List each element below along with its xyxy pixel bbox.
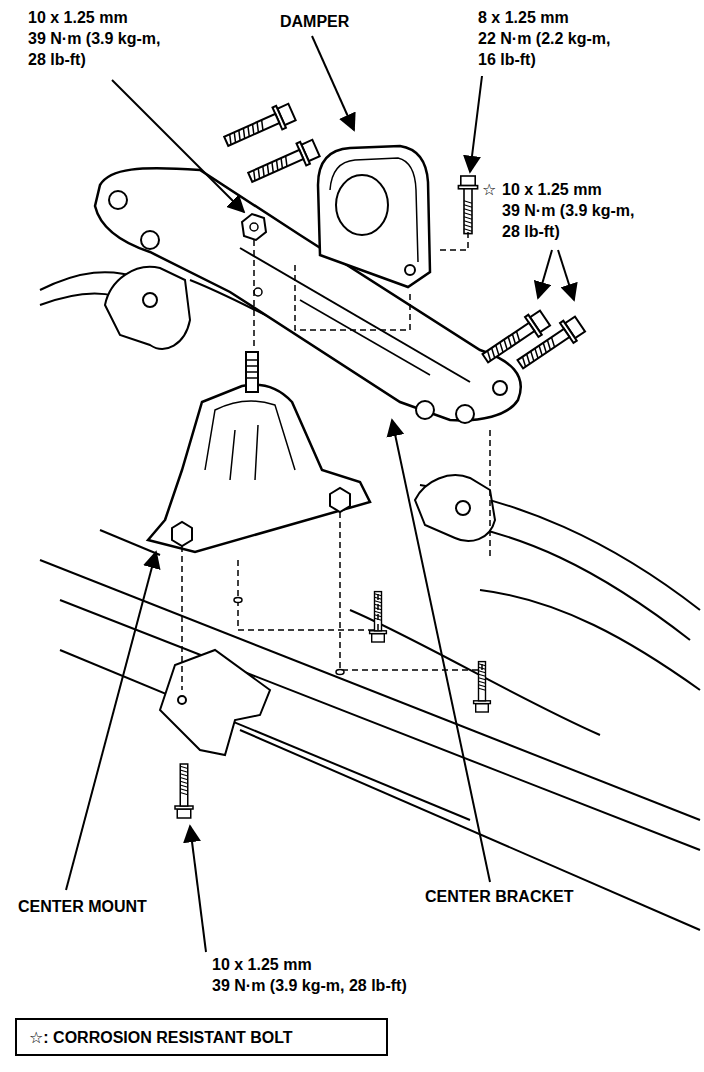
- leader-line: [392, 420, 490, 882]
- center-mount: [148, 385, 370, 552]
- torque-spec: 39 N·m (3.9 kg-m, 28 lb-ft): [212, 977, 407, 994]
- part-name: CENTER BRACKET: [425, 888, 573, 905]
- alignment-line: [340, 512, 482, 670]
- stud-thread: [246, 360, 258, 378]
- damper-inner: [330, 158, 418, 262]
- damper-weight: [336, 175, 388, 235]
- bushing: [109, 191, 127, 209]
- leader-line: [538, 250, 552, 298]
- label-holder: CENTER MOUNT: [18, 897, 147, 917]
- torque-spec: 10 x 1.25 mm: [212, 956, 312, 973]
- label-holder: 8 x 1.25 mm: [478, 8, 569, 28]
- flange-nut: [242, 214, 266, 240]
- alignment-line: [440, 232, 468, 250]
- mount-nut: [172, 522, 192, 546]
- alignment-line: [253, 240, 255, 350]
- bracket-hole: [178, 696, 186, 704]
- nut-hole: [250, 223, 258, 231]
- leader-line: [66, 552, 156, 890]
- frame-rail: [240, 730, 700, 930]
- arm-line: [480, 590, 700, 690]
- arm-line: [420, 485, 700, 610]
- frame-hole: [336, 670, 344, 675]
- torque-spec: 28 lb-ft): [502, 223, 560, 240]
- label-holder: 28 lb-ft): [28, 50, 86, 70]
- torque-spec: 22 N·m (2.2 kg-m,: [478, 30, 610, 47]
- mount-rubber: [205, 401, 295, 470]
- bushing: [141, 231, 159, 249]
- torque-spec: 16 lb-ft): [478, 51, 536, 68]
- label-holder: 39 N·m (3.9 kg-m,: [502, 201, 634, 221]
- damper: [318, 146, 430, 287]
- torque-spec: 39 N·m (3.9 kg-m,: [502, 202, 634, 219]
- center-bracket: [95, 168, 521, 420]
- mount-rib: [230, 425, 258, 480]
- lower-bracket: [160, 650, 270, 755]
- label-holder: ☆: [482, 180, 496, 200]
- alignment-line: [295, 265, 410, 330]
- leader-line: [470, 76, 482, 172]
- frame-rail: [40, 560, 700, 820]
- torque-spec: 8 x 1.25 mm: [478, 9, 569, 26]
- arm-line: [40, 294, 115, 305]
- bolt-hole: [254, 288, 262, 296]
- torque-spec: 10 x 1.25 mm: [28, 9, 128, 26]
- leader-line: [558, 250, 574, 300]
- alignment-lines: [182, 232, 490, 690]
- damper-hole: [405, 265, 415, 275]
- alignment-line: [489, 430, 491, 560]
- clamp-hole: [456, 501, 470, 515]
- bolt: [175, 764, 193, 818]
- label-holder: 10 x 1.25 mm: [28, 8, 128, 28]
- bracket-slot: [300, 300, 430, 375]
- part-name: CENTER MOUNT: [18, 898, 147, 915]
- torque-spec: 10 x 1.25 mm: [502, 181, 602, 198]
- label-holder: 16 lb-ft): [478, 50, 536, 70]
- leader-line: [112, 80, 244, 212]
- label-holder: 22 N·m (2.2 kg-m,: [478, 29, 610, 49]
- clamp: [415, 475, 495, 541]
- label-holder: 28 lb-ft): [502, 222, 560, 242]
- leader-line: [312, 36, 354, 130]
- frame-hole: [234, 598, 242, 603]
- leader-lines: [66, 36, 574, 952]
- bolt: [479, 308, 552, 368]
- note-text: ☆: CORROSION RESISTANT BOLT: [29, 1028, 374, 1048]
- bushing: [416, 401, 434, 419]
- bolt: [458, 176, 477, 234]
- clamp: [105, 267, 190, 349]
- alignment-line: [181, 546, 183, 690]
- leader-line: [190, 826, 206, 952]
- bolt-hole: [493, 381, 507, 395]
- torque-spec: 28 lb-ft): [28, 51, 86, 68]
- bolt: [245, 137, 321, 188]
- bolt: [514, 314, 587, 374]
- mount-stud: [246, 352, 258, 392]
- clamp-hole: [143, 293, 157, 307]
- label-holder: 10 x 1.25 mm: [502, 180, 602, 200]
- label-holder: 39 N·m (3.9 kg-m, 28 lb-ft): [212, 976, 407, 996]
- part-name: DAMPER: [280, 13, 349, 30]
- frame-rail: [350, 610, 600, 735]
- legend-box: ☆: CORROSION RESISTANT BOLT: [15, 1018, 388, 1056]
- symbol-mark: ☆: [482, 181, 496, 198]
- bushing: [456, 405, 474, 423]
- torque-spec: 39 N·m (3.9 kg-m,: [28, 30, 160, 47]
- label-holder: CENTER BRACKET: [425, 887, 573, 907]
- frame-rail: [60, 650, 470, 820]
- frame-rail: [100, 530, 160, 555]
- bolt: [221, 101, 297, 152]
- label-holder: 10 x 1.25 mm: [212, 955, 312, 975]
- label-holder: DAMPER: [280, 12, 349, 32]
- label-holder: 39 N·m (3.9 kg-m,: [28, 29, 160, 49]
- alignment-line: [238, 560, 378, 630]
- mount-nut: [330, 488, 350, 512]
